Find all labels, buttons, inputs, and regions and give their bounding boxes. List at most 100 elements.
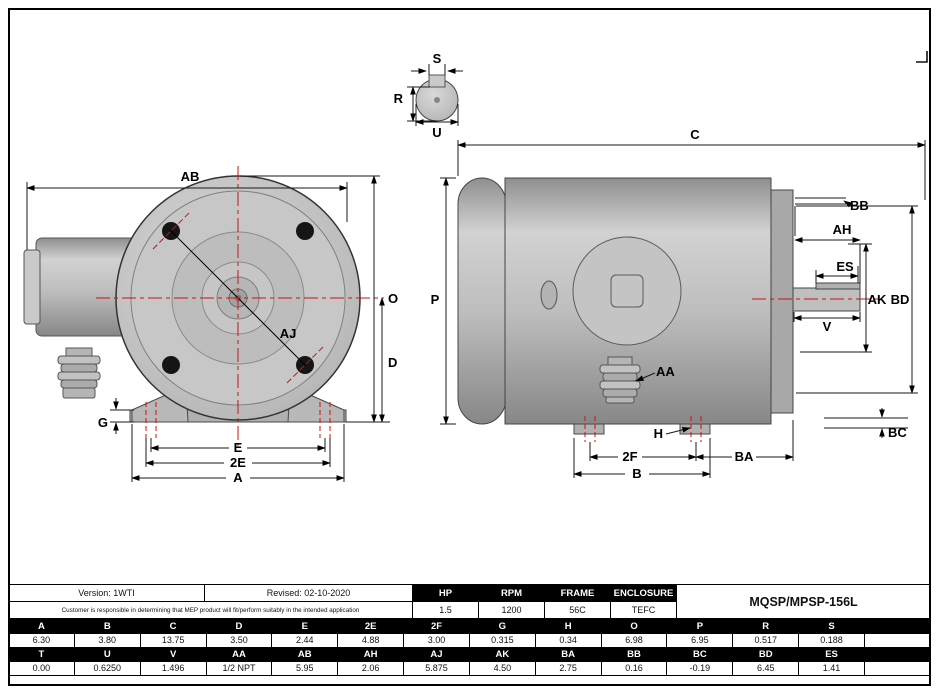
sheet-border (8, 8, 931, 686)
revised-cell: Revised: 02-10-2020 (204, 584, 413, 602)
dim-label-ba: BA (735, 449, 754, 464)
dim-value-row-1: 6.30 3.80 13.75 3.50 2.44 4.88 3.00 0.31… (8, 633, 932, 648)
title-block-table: Version: 1WTI Revised: 02-10-2020 HP RPM… (8, 584, 931, 619)
dim-label-r: R (394, 91, 404, 106)
dimension-table: A B C D E 2E 2F G H O P R S 6.30 3.80 13… (8, 619, 932, 676)
dim-label-c: C (690, 127, 700, 142)
dim-header-cell: ES (798, 647, 865, 662)
spec-value-frame: 56C (544, 601, 611, 619)
motor-dimension-drawing: AB AJ O D G E 2E A (23, 51, 928, 485)
dim-label-h: H (654, 426, 663, 441)
dim-header-cell: AK (468, 647, 536, 662)
side-view: C P BB AH ES AK BD V AA H BC 2F B BA (431, 127, 926, 481)
dim-header-cell: R (732, 619, 800, 634)
dim-label-ak: AK (868, 292, 887, 307)
dim-value-cell: 3.80 (73, 633, 141, 648)
dim-header-cell: BD (732, 647, 800, 662)
dim-value-cell: 3.00 (403, 633, 470, 648)
dim-value-cell: 1/2 NPT (205, 661, 273, 676)
dim-label-o: O (388, 291, 398, 306)
dim-header-cell: AJ (403, 647, 470, 662)
dim-label-ah: AH (833, 222, 852, 237)
version-cell: Version: 1WTI (8, 584, 205, 602)
dim-header-cell: BA (534, 647, 602, 662)
dim-header-cell: BB (600, 647, 668, 662)
dim-label-bb: BB (850, 198, 869, 213)
dim-value-cell: 3.50 (205, 633, 273, 648)
motor-feet-side (573, 423, 711, 435)
dim-header-cell (863, 647, 932, 662)
dim-value-cell: 13.75 (139, 633, 207, 648)
dim-value-cell: -0.19 (666, 661, 734, 676)
dim-header-cell: AH (337, 647, 405, 662)
dim-label-u: U (432, 125, 441, 140)
dim-header-cell: B (73, 619, 141, 634)
dim-value-cell: 0.6250 (73, 661, 141, 676)
dim-value-cell: 5.875 (403, 661, 470, 676)
dim-label-d: D (388, 355, 397, 370)
dim-header-cell: T (8, 647, 75, 662)
dim-header-cell (863, 619, 932, 634)
dim-label-b: B (632, 466, 641, 481)
spec-header-rpm: RPM (478, 584, 545, 602)
dim-label-ab: AB (181, 169, 200, 184)
dim-value-cell (863, 661, 932, 676)
shaft-end-view: S R U (394, 51, 463, 140)
title-and-dimension-tables: Version: 1WTI Revised: 02-10-2020 HP RPM… (8, 584, 932, 676)
shaft-key (815, 282, 861, 290)
dim-value-cell: 0.34 (534, 633, 602, 648)
dim-label-aj: AJ (280, 326, 297, 341)
dim-value-cell: 6.30 (8, 633, 75, 648)
dim-label-v: V (823, 319, 832, 334)
front-dimensions (26, 175, 390, 482)
dim-value-cell: 2.75 (534, 661, 602, 676)
dim-label-p: P (431, 292, 440, 307)
dim-label-g: G (98, 415, 108, 430)
dim-header-cell: P (666, 619, 734, 634)
spec-value-enclosure: TEFC (610, 601, 677, 619)
dim-header-cell: G (468, 619, 536, 634)
side-centerlines (584, 298, 880, 442)
dim-header-cell: AA (205, 647, 273, 662)
sheet-corner-mark (916, 51, 928, 63)
dim-value-cell: 0.517 (732, 633, 800, 648)
front-view: AB AJ O D G E 2E A (23, 166, 398, 485)
side-dimensions (440, 140, 926, 478)
dim-value-cell: 2.44 (271, 633, 339, 648)
dim-label-a: A (233, 470, 243, 485)
spec-header-hp: HP (412, 584, 479, 602)
dim-header-cell: D (205, 619, 273, 634)
dim-value-cell: 2.06 (337, 661, 405, 676)
spec-value-rpm: 1200 (478, 601, 545, 619)
dim-label-e: E (234, 440, 243, 455)
dim-label-2f: 2F (622, 449, 637, 464)
dim-header-cell: H (534, 619, 602, 634)
dim-header-cell: 2E (337, 619, 405, 634)
dim-value-cell: 0.00 (8, 661, 75, 676)
dim-value-cell: 1.496 (139, 661, 207, 676)
dim-label-bc: BC (888, 425, 907, 440)
dim-header-cell: V (139, 647, 207, 662)
dim-header-row-1: A B C D E 2E 2F G H O P R S (8, 619, 932, 634)
dim-header-row-2: T U V AA AB AH AJ AK BA BB BC BD ES (8, 647, 932, 662)
body-boss (572, 236, 682, 346)
conduit-fitting-side (599, 356, 641, 404)
dim-header-cell: 2F (403, 619, 470, 634)
dim-header-cell: BC (666, 647, 734, 662)
dim-value-cell: 4.50 (468, 661, 536, 676)
dim-value-cell: 1.41 (798, 661, 865, 676)
dim-value-cell (863, 633, 932, 648)
dim-label-es: ES (836, 259, 854, 274)
dim-header-cell: S (798, 619, 865, 634)
dim-value-cell: 6.95 (666, 633, 734, 648)
dim-value-cell: 4.88 (337, 633, 405, 648)
dim-value-cell: 0.16 (600, 661, 668, 676)
dim-label-aa: AA (656, 364, 675, 379)
shaft-end-dimensions (407, 64, 463, 126)
dim-header-cell: A (8, 619, 75, 634)
dim-value-row-2: 0.00 0.6250 1.496 1/2 NPT 5.95 2.06 5.87… (8, 661, 932, 676)
dim-header-cell: O (600, 619, 668, 634)
keyway (428, 74, 446, 88)
motor-body-side (457, 177, 794, 425)
